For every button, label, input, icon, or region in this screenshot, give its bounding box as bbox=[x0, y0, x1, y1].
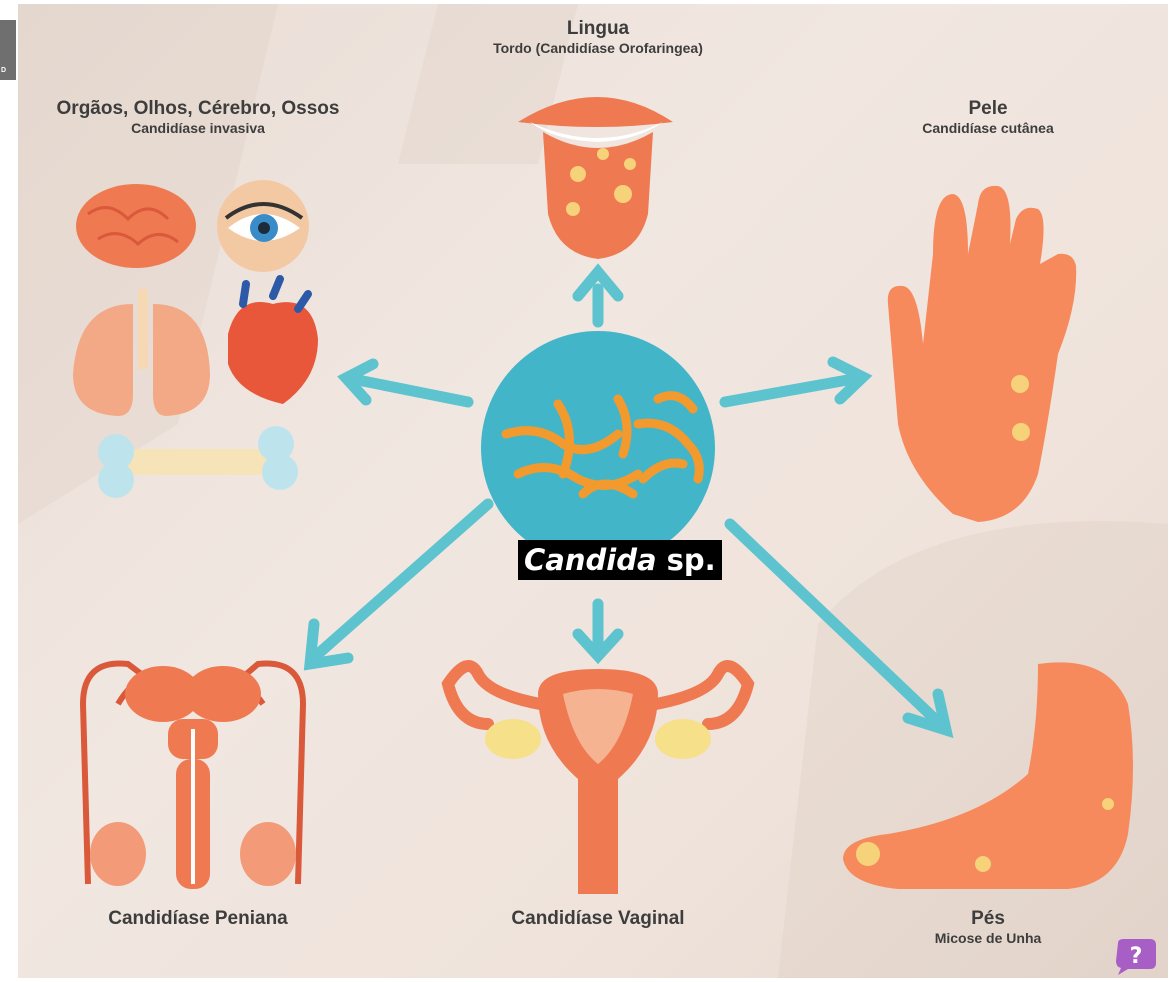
organism-genus: Candida bbox=[524, 543, 657, 577]
node-vaginal-title: Candidíase Vaginal bbox=[448, 908, 748, 930]
heart-icon bbox=[228, 279, 318, 404]
node-pes: Pés Micose de Unha bbox=[888, 908, 1088, 946]
diagram-svg bbox=[18, 4, 1168, 978]
node-lingua-subtitle: Tordo (Candidíase Orofaringea) bbox=[418, 40, 778, 56]
node-pele-title: Pele bbox=[868, 98, 1108, 120]
node-peniana-title: Candidíase Peniana bbox=[48, 908, 348, 930]
help-icon[interactable]: ? bbox=[1112, 939, 1158, 975]
node-orgaos-subtitle: Candidíase invasiva bbox=[18, 120, 378, 136]
node-vaginal: Candidíase Vaginal bbox=[448, 908, 748, 930]
node-pele-subtitle: Candidíase cutânea bbox=[868, 120, 1108, 136]
uterus-icon bbox=[448, 666, 748, 894]
arrow-right bbox=[725, 379, 853, 402]
node-peniana: Candidíase Peniana bbox=[48, 908, 348, 930]
node-pes-title: Pés bbox=[888, 908, 1088, 930]
corner-badge: D bbox=[0, 20, 16, 80]
node-lingua: Lingua Tordo (Candidíase Orofaringea) bbox=[418, 18, 778, 56]
mouth-tongue-icon bbox=[518, 97, 673, 259]
node-orgaos-title: Orgãos, Olhos, Cérebro, Ossos bbox=[18, 98, 378, 120]
organism-label: Candida sp. bbox=[518, 540, 722, 580]
svg-text:?: ? bbox=[1130, 944, 1143, 969]
diagram-canvas: Lingua Tordo (Candidíase Orofaringea) Or… bbox=[18, 4, 1168, 978]
organism-suffix: sp. bbox=[657, 543, 716, 577]
eye-icon bbox=[217, 180, 309, 272]
node-orgaos: Orgãos, Olhos, Cérebro, Ossos Candidíase… bbox=[18, 98, 378, 136]
node-lingua-title: Lingua bbox=[418, 18, 778, 40]
arrow-down-left bbox=[318, 504, 488, 654]
node-pes-subtitle: Micose de Unha bbox=[888, 930, 1088, 946]
brain-icon bbox=[76, 184, 196, 268]
node-pele: Pele Candidíase cutânea bbox=[868, 98, 1108, 136]
hand-icon bbox=[888, 186, 1076, 522]
